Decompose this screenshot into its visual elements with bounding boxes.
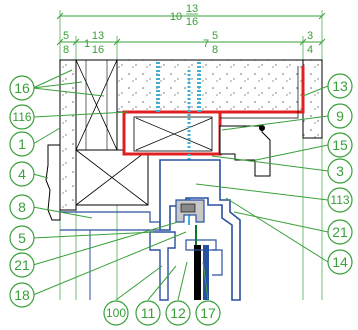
- callout-1: 1: [9, 131, 35, 157]
- dim-right-num: 3: [307, 30, 313, 42]
- callout-18-label: 18: [14, 287, 30, 303]
- callout-4: 4: [9, 161, 35, 187]
- callout-17-label: 17: [200, 305, 216, 321]
- dimension-center: 7 5 8: [203, 30, 221, 56]
- callout-14-label: 14: [332, 254, 348, 270]
- callout-21-left: 21: [9, 252, 35, 278]
- callout-11: 11: [135, 300, 161, 326]
- dim-left-inner-whole: 1: [84, 38, 90, 50]
- callout-21-right: 21: [327, 219, 353, 245]
- callout-9-label: 9: [336, 108, 344, 124]
- dimension-left: 5 8: [61, 30, 71, 56]
- callout-17: 17: [195, 300, 221, 326]
- callout-leaders: [32, 69, 329, 301]
- callout-13: 13: [327, 73, 353, 99]
- callout-100-label: 100: [106, 306, 126, 320]
- callout-12: 12: [165, 300, 191, 326]
- callout-113: 113: [327, 187, 353, 213]
- callout-4-label: 4: [18, 166, 26, 182]
- wall-assembly: [45, 59, 323, 221]
- callout-3-label: 3: [336, 163, 344, 179]
- dim-right-den: 4: [307, 44, 313, 56]
- dim-overall-num: 13: [186, 3, 198, 15]
- callout-5: 5: [9, 225, 35, 251]
- callout-8: 8: [9, 194, 35, 220]
- dim-left-den: 8: [63, 44, 69, 56]
- callout-3: 3: [327, 158, 353, 184]
- callout-116-label: 116: [12, 110, 31, 124]
- dimension-left-inner: 1 13 16: [84, 30, 104, 56]
- callout-16: 16: [9, 75, 35, 101]
- callout-113-label: 113: [330, 193, 349, 207]
- dim-left-inner-num: 13: [92, 30, 104, 42]
- callout-11-label: 11: [141, 305, 156, 321]
- dim-center-whole: 7: [203, 38, 209, 50]
- dim-left-num: 5: [63, 30, 69, 42]
- dim-left-inner-den: 16: [92, 44, 104, 56]
- dim-center-num: 5: [212, 30, 218, 42]
- callout-100: 100: [103, 300, 129, 326]
- dim-overall-den: 16: [186, 16, 198, 28]
- dim-overall-whole: 10: [170, 11, 182, 23]
- callout-5-label: 5: [18, 230, 26, 246]
- callout-9: 9: [327, 103, 353, 129]
- callout-15: 15: [327, 132, 353, 158]
- callout-15-label: 15: [332, 137, 348, 153]
- callout-13-label: 13: [332, 78, 348, 94]
- callout-21-right-label: 21: [332, 224, 348, 240]
- callout-14: 14: [327, 249, 353, 275]
- callout-16-label: 16: [14, 80, 30, 96]
- dimension-right: 3 4: [305, 30, 316, 56]
- callout-21-left-label: 21: [14, 257, 30, 273]
- dimension-overall: 10 13 16: [170, 3, 198, 28]
- callout-116: 116: [9, 104, 35, 130]
- dim-center-den: 8: [212, 44, 218, 56]
- callout-1-label: 1: [18, 136, 26, 152]
- callout-8-label: 8: [18, 199, 26, 215]
- callout-12-label: 12: [170, 305, 186, 321]
- callout-18: 18: [9, 282, 35, 308]
